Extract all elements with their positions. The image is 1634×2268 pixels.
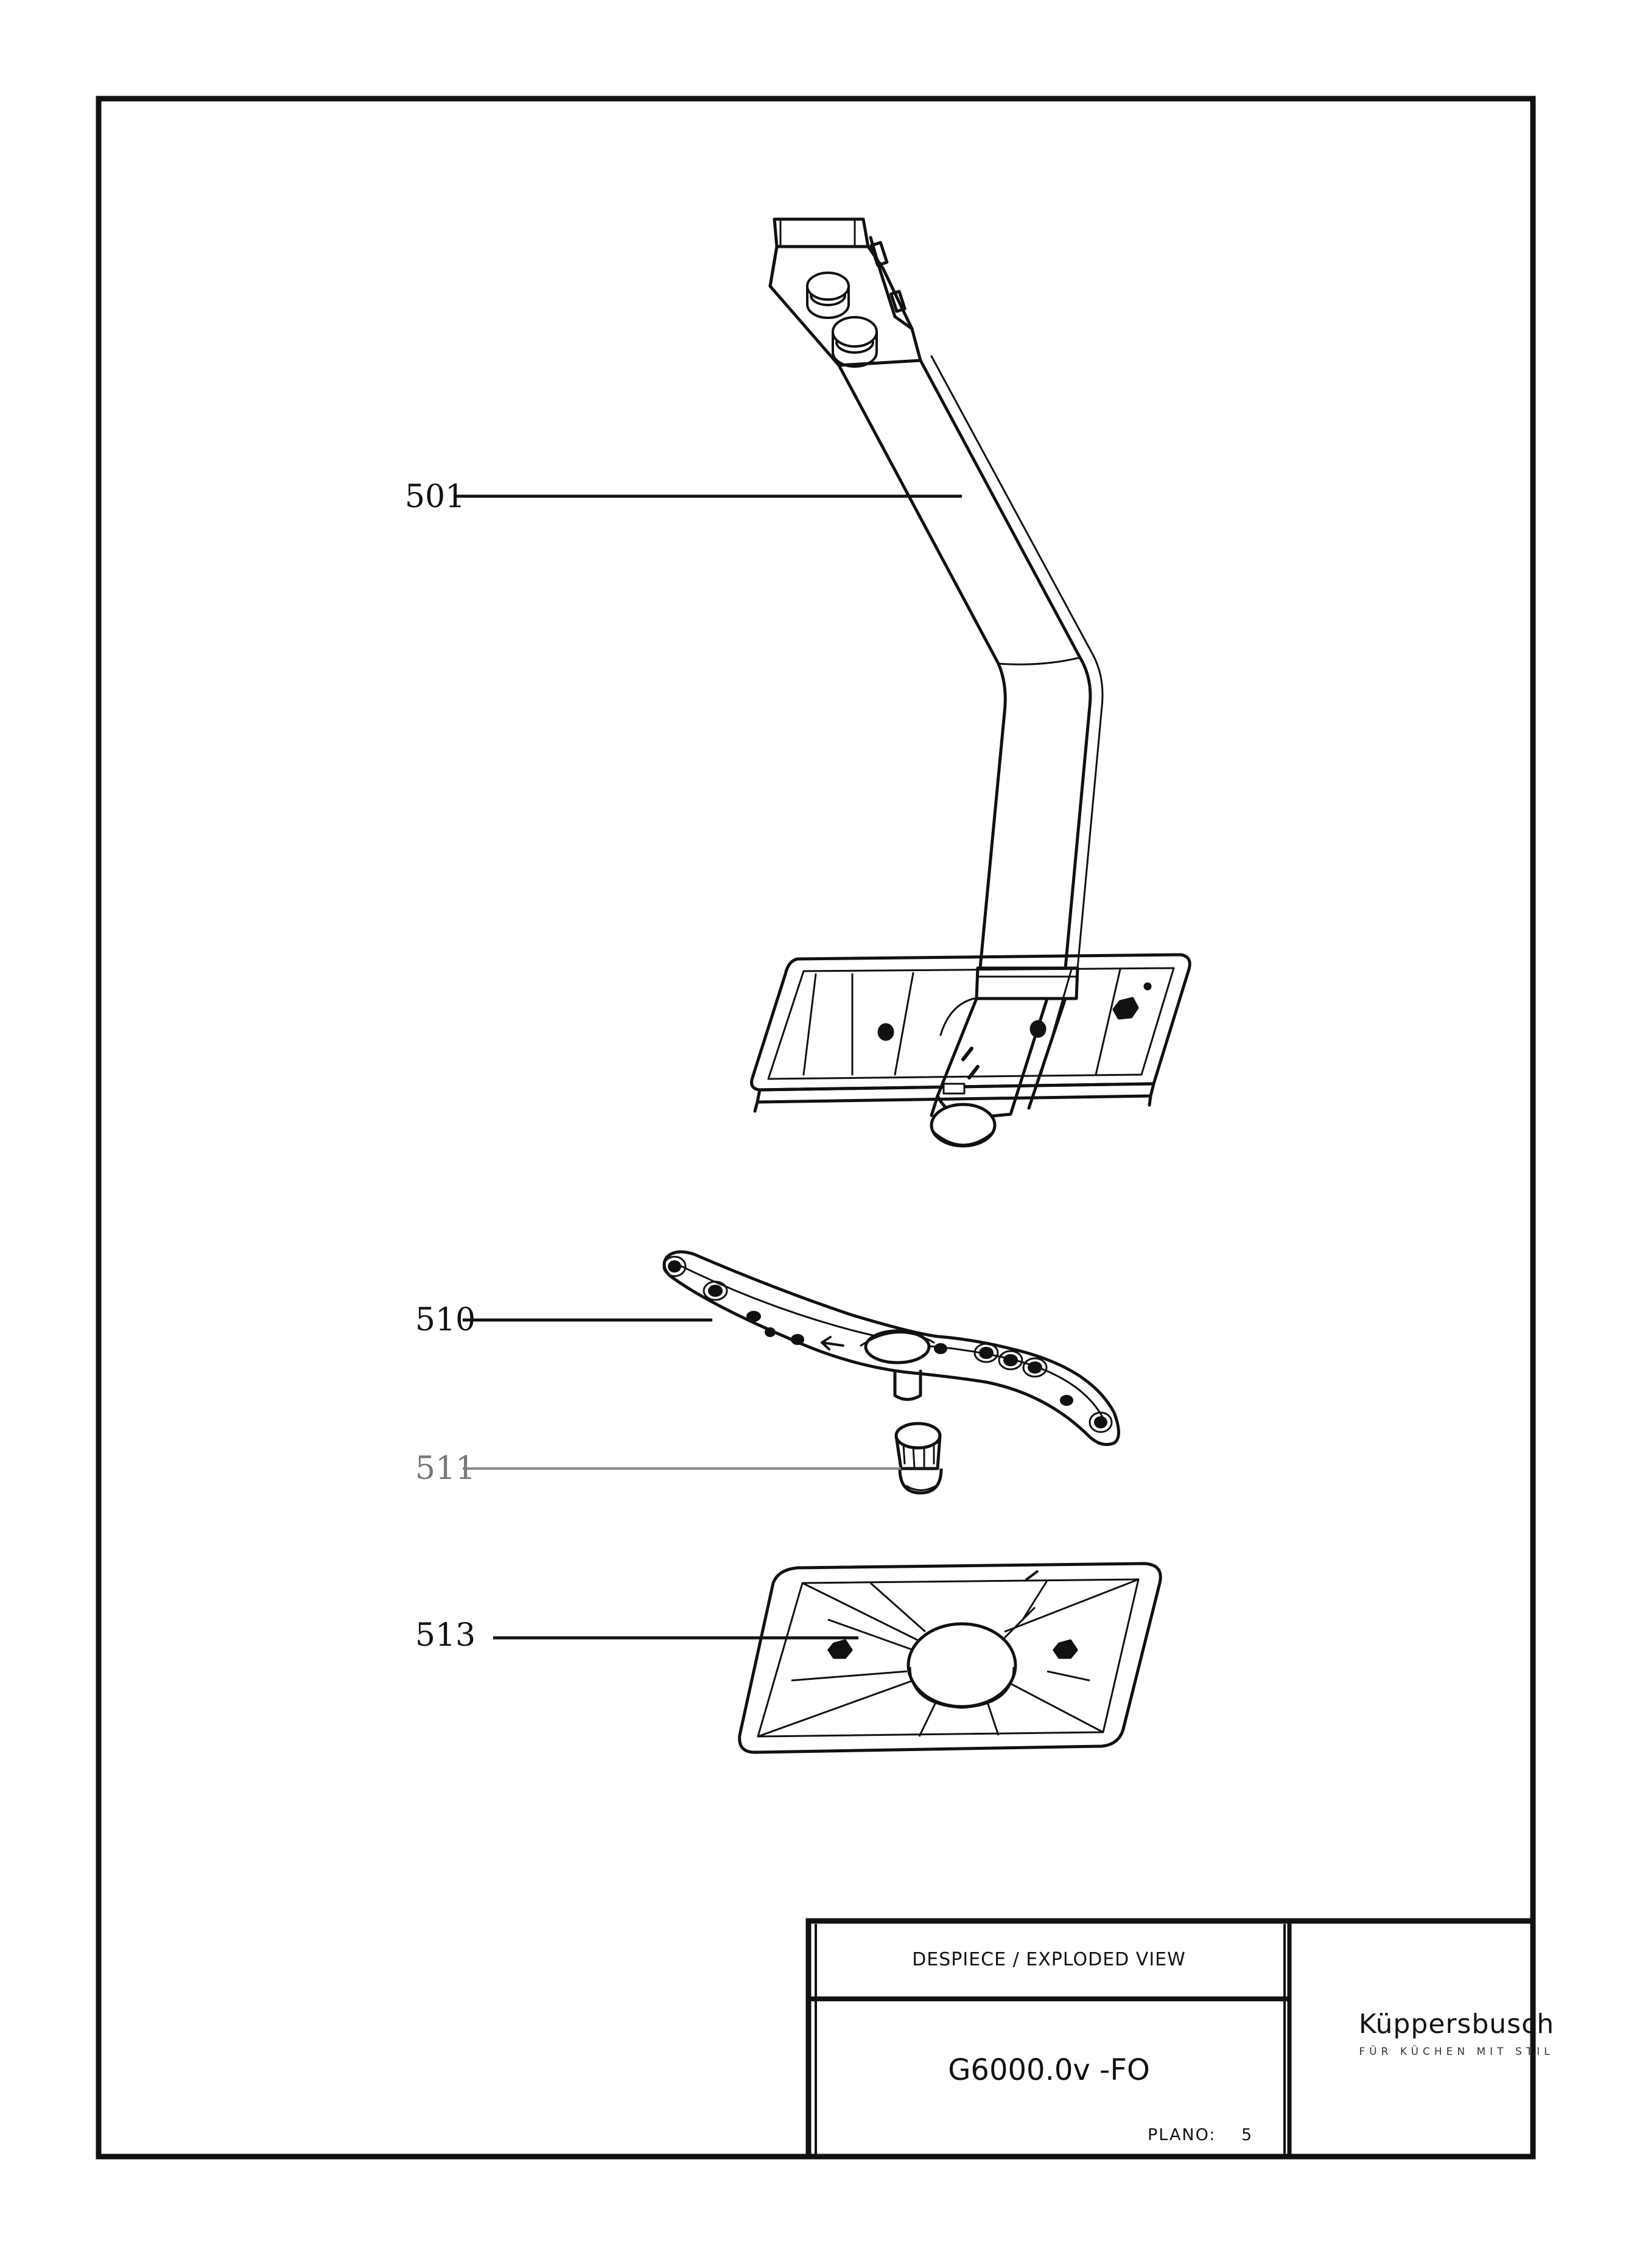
callout-501-label: 501: [405, 479, 466, 515]
part-513-filter-tray: [738, 1562, 1162, 1754]
callout-513-label: 513: [415, 1617, 476, 1654]
title-block: [805, 1918, 1536, 2160]
drawing-title: DESPIECE / EXPLODED VIEW: [912, 1949, 1186, 1970]
plano-label: PLANO:: [1148, 2126, 1216, 2144]
callout-510-label: 510: [415, 1302, 476, 1338]
part-510-spray-arm: [662, 1250, 1120, 1446]
title-block-outer: [805, 1918, 1536, 2160]
callout-511-label: 511: [415, 1450, 476, 1487]
brand-tagline: FÜR KÜCHEN MIT STIL: [1359, 2046, 1554, 2058]
plano-number: 5: [1241, 2126, 1252, 2144]
part-501-spray-arm-tube: [750, 217, 1191, 1148]
sheet-border: [96, 96, 1536, 2160]
brand-logo-name: Küppersbusch: [1358, 2009, 1555, 2040]
part-511-nut: [894, 1422, 943, 1495]
model-number: G6000.0v -FO: [948, 2053, 1150, 2087]
